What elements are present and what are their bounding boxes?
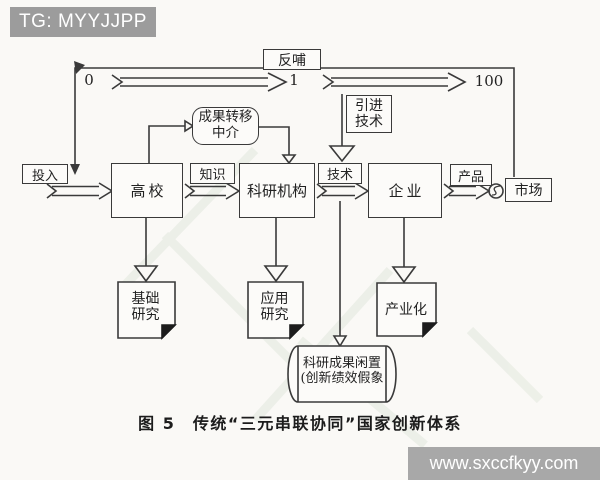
import-tech-arrow xyxy=(328,94,356,163)
university-to-intermediary-line xyxy=(148,119,195,163)
scale-label-100: 100 xyxy=(474,72,504,90)
site-watermark: www.sxccfkyy.com xyxy=(408,447,600,480)
basic-research-doc-shape xyxy=(117,281,177,340)
market-connector-icon xyxy=(488,183,504,199)
node-input: 投入 xyxy=(22,164,68,184)
flow-arrow-university-institute xyxy=(184,182,241,200)
node-knowledge: 知识 xyxy=(190,163,235,184)
scale-label-0: 0 xyxy=(84,71,94,89)
channel-tag-badge: TG: MYYJJPP xyxy=(10,7,156,37)
institute-to-applied-arrow xyxy=(263,218,289,283)
node-idle-achievements: 科研成果闲置 (创新绩效假象 xyxy=(300,356,384,386)
node-technology: 技术 xyxy=(318,163,362,184)
technology-to-idle-arrow xyxy=(332,201,348,348)
node-product: 产品 xyxy=(450,164,492,186)
feedback-corner-arrow-icon xyxy=(74,61,85,74)
node-market: 市场 xyxy=(505,178,552,202)
flow-arrow-institute-enterprise xyxy=(316,182,370,200)
node-enterprise: 企业 xyxy=(368,163,442,218)
node-research-institute: 科研机构 xyxy=(239,163,315,218)
intermediary-to-institute-line xyxy=(259,126,297,165)
node-applied-research: 应用 研究 xyxy=(260,291,289,324)
idle-achievements-cylinder-shape xyxy=(287,345,397,403)
applied-research-doc-shape xyxy=(247,281,305,340)
scale-label-1: 1 xyxy=(289,71,299,89)
industrialization-doc-shape xyxy=(376,282,438,338)
node-industrialization: 产业化 xyxy=(385,302,427,318)
university-to-basic-arrow xyxy=(133,218,159,283)
node-feedback: 反哺 xyxy=(263,49,321,70)
node-basic-research: 基础 研究 xyxy=(131,291,160,324)
feedback-down-arrow-icon xyxy=(70,164,80,175)
node-intermediary: 成果转移 中介 xyxy=(192,107,259,145)
enterprise-to-industrialization-arrow xyxy=(391,218,417,284)
node-import-tech: 引进 技术 xyxy=(346,95,392,133)
scale-arrow-0-1 xyxy=(111,72,288,92)
scale-arrow-1-100 xyxy=(322,72,467,92)
figure-caption: 图 5 传统“三元串联协同”国家创新体系 xyxy=(138,414,462,433)
node-university: 高校 xyxy=(111,163,183,218)
flow-arrow-input-university xyxy=(46,182,114,200)
